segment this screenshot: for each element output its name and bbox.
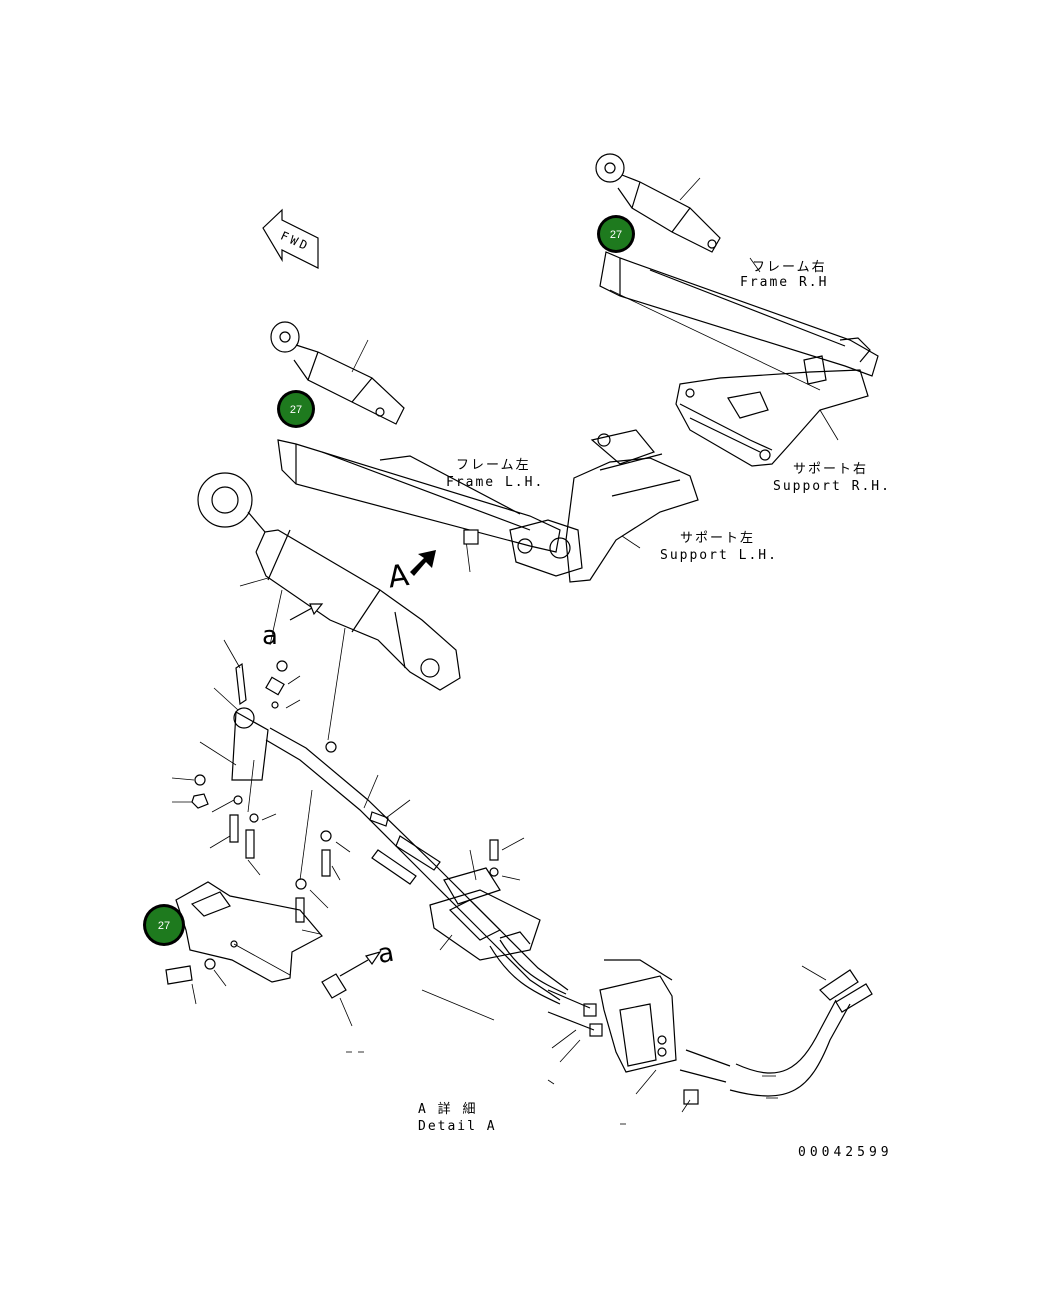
detail-en-label: Detail A: [418, 1119, 497, 1134]
support-rh-jp-label: サポート右: [793, 462, 868, 477]
callout-guard-number: 27: [158, 920, 170, 932]
drawing-number: 00042599: [798, 1145, 893, 1160]
view-arrow-icon: [410, 550, 436, 576]
frame-rh-en-label: Frame R.H: [740, 275, 828, 290]
support-lh-jp-label: サポート左: [680, 531, 755, 546]
detail-jp-label: A 詳 細: [418, 1101, 477, 1117]
support-rh-en-label: Support R.H.: [773, 479, 891, 494]
support-lh-en-label: Support L.H.: [660, 548, 778, 563]
callout-frame-lh[interactable]: 27: [277, 390, 315, 428]
frame-lh-jp-label: フレーム左: [456, 458, 531, 473]
frame-lh-assembly: [270, 321, 699, 583]
ref-a-bottom: a: [375, 938, 396, 970]
frame-rh-jp-label: フレーム右: [752, 260, 827, 275]
frame-rh-assembly: [595, 153, 879, 467]
callout-frame-rh[interactable]: 27: [597, 215, 635, 253]
ref-a-top: a: [262, 621, 278, 651]
fwd-arrow-marker: FWD: [262, 208, 319, 269]
callout-guard[interactable]: 27: [143, 904, 185, 946]
callout-frame-lh-number: 27: [290, 404, 302, 416]
view-marker-a: A: [386, 558, 412, 596]
detail-a-hardware: [165, 603, 873, 1125]
callout-frame-rh-number: 27: [610, 229, 622, 241]
detail-a-cylinder: [197, 472, 461, 741]
frame-lh-en-label: Frame L.H.: [446, 475, 544, 490]
labels: フレーム右 Frame R.H フレーム左 Frame L.H. サポート右 S…: [262, 260, 893, 1160]
